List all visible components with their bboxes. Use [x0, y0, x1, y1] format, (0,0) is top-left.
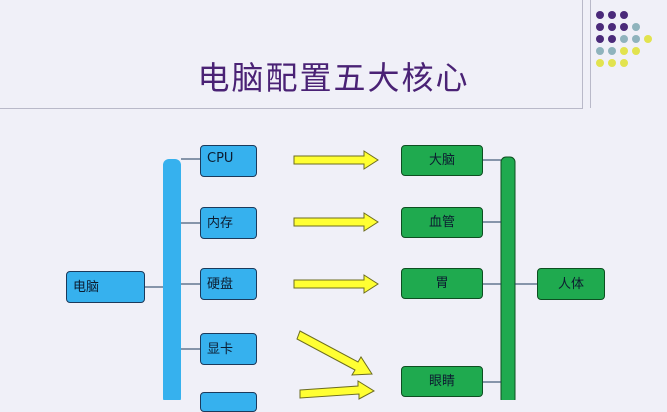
organ-label: 胃 [435, 276, 449, 291]
component-label: 显卡 [207, 341, 234, 357]
arrow-icon [293, 150, 379, 170]
decorative-rule [590, 0, 591, 108]
slide: 电脑配置五大核心 [0, 0, 652, 412]
component-label: CPU [207, 151, 234, 166]
component-box-partial [200, 392, 257, 412]
source-box: 电脑 [66, 271, 145, 303]
organ-box-stomach: 胃 [401, 268, 483, 299]
component-label: 硬盘 [207, 276, 234, 292]
arrow-icon [293, 212, 379, 232]
dot-grid-icon [596, 11, 652, 67]
organ-box-eyes: 眼睛 [401, 366, 483, 397]
component-box-memory: 内存 [200, 207, 257, 239]
title-band [0, 0, 583, 109]
source-label: 电脑 [73, 279, 100, 295]
target-box: 人体 [537, 268, 605, 300]
component-box-cpu: CPU [200, 145, 257, 177]
component-box-disk: 硬盘 [200, 268, 257, 300]
component-box-gpu: 显卡 [200, 333, 257, 365]
arrow-icon [296, 330, 373, 376]
right-bracket-bar [500, 156, 516, 400]
component-label: 内存 [207, 215, 234, 231]
target-label: 人体 [557, 276, 584, 292]
arrow-icon [293, 274, 379, 294]
diagram-connectors [145, 150, 537, 400]
arrow-icon [299, 380, 375, 400]
decorative-dot-grid [596, 11, 652, 67]
organ-label: 大脑 [428, 153, 455, 168]
slide-title: 电脑配置五大核心 [197, 59, 470, 97]
left-bracket-bar [163, 159, 181, 400]
organ-box-brain: 大脑 [401, 145, 483, 176]
organ-label: 血管 [428, 215, 455, 230]
organ-box-vessel: 血管 [401, 207, 483, 238]
organ-label: 眼睛 [428, 374, 455, 389]
